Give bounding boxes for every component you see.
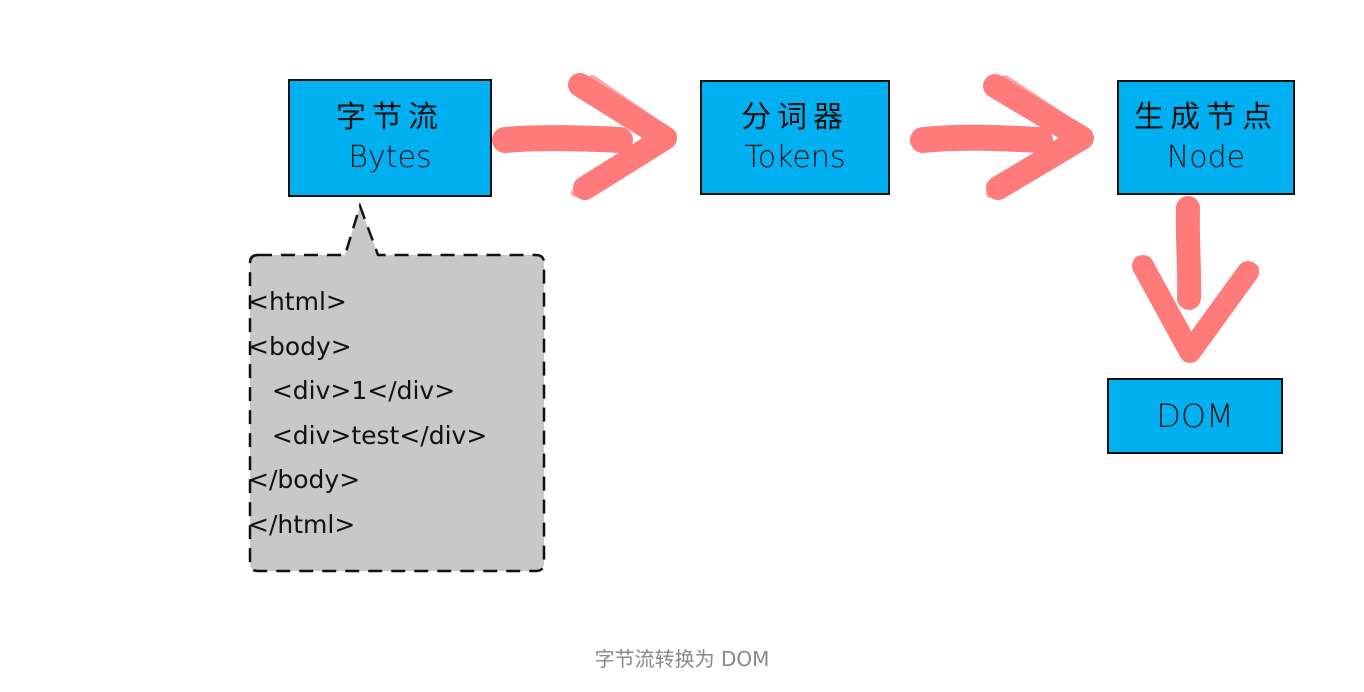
figure-caption: 字节流转换为 DOM xyxy=(594,647,770,671)
code-line: </body> xyxy=(248,465,361,494)
code-line: <body> xyxy=(248,331,352,361)
tokens-node: 分词器 Tokens xyxy=(700,80,890,195)
code-line: </html> xyxy=(248,509,356,539)
bytes-node-en-label: Bytes xyxy=(348,140,432,175)
tokens-node-en-label: Tokens xyxy=(744,139,846,175)
dom-node: DOM xyxy=(1107,378,1283,454)
tokens-node-zh-label: 分词器 xyxy=(741,99,849,135)
bytes-node-zh-label: 字节流 xyxy=(336,100,444,135)
arrow-node-to-dom xyxy=(1132,196,1259,363)
code-line: <div>1</div> xyxy=(248,376,456,405)
dom-node-label: DOM xyxy=(1156,397,1234,435)
code-snippet: <html> <body> <div>1</div> <div>test</di… xyxy=(248,280,544,547)
bytes-node: 字节流 Bytes xyxy=(288,79,492,197)
code-line: <html> xyxy=(248,287,347,316)
node-generation-node: 生成节点 Node xyxy=(1117,80,1295,195)
arrow-bytes-to-tokens xyxy=(492,73,677,200)
callout-shape xyxy=(248,202,546,573)
code-line: <div>test</div> xyxy=(248,420,488,450)
arrow-tokens-to-node xyxy=(910,74,1094,200)
node-node-en-label: Node xyxy=(1166,139,1246,175)
node-node-zh-label: 生成节点 xyxy=(1134,99,1278,135)
